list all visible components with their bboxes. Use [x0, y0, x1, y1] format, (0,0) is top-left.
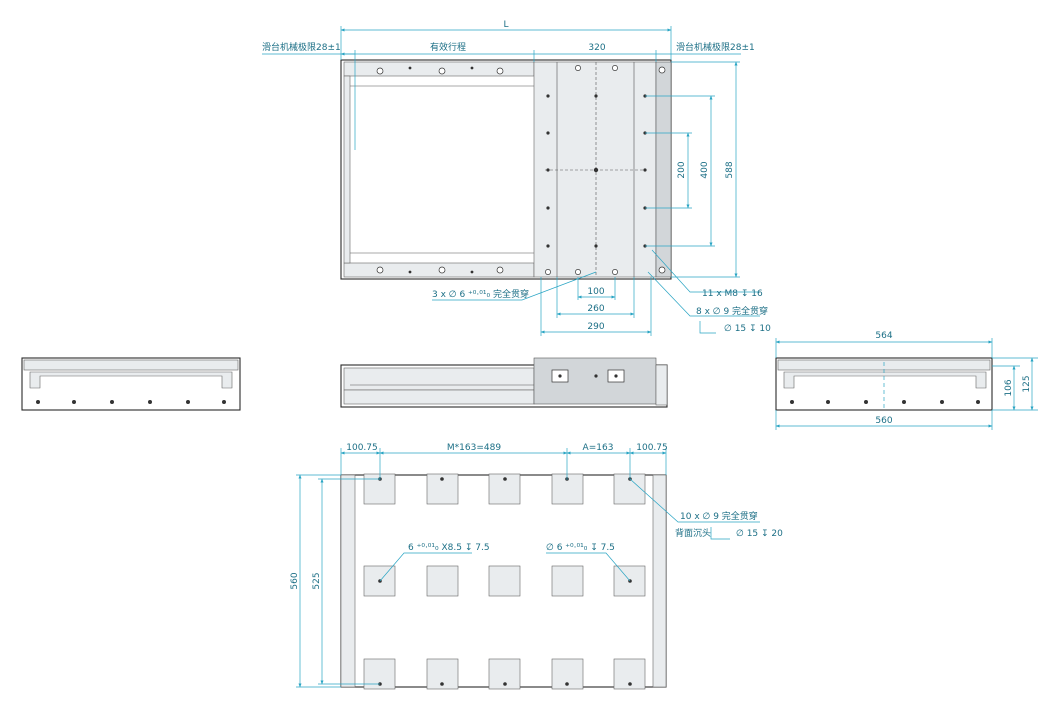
- top-rail-screws: [376, 66, 504, 274]
- dim-table-320: 320: [588, 43, 605, 53]
- dim-560-side: 560: [875, 416, 892, 426]
- dim-bottom-m163: M*163=489: [447, 443, 501, 453]
- dim-effective-stroke: 有效行程: [430, 41, 466, 53]
- dim-260: 260: [587, 304, 604, 314]
- dim-bottom-a163: A=163: [583, 443, 614, 453]
- top-rail-upper: [343, 61, 535, 77]
- dim-125: 125: [1022, 375, 1032, 392]
- top-view: L 滑台机械极限28±1 有效行程 320 滑台机械极限28±1 200 400…: [262, 20, 771, 336]
- dim-left-mech-limit: 滑台机械极限28±1: [262, 41, 341, 53]
- dim-290: 290: [587, 322, 604, 332]
- bottom-pockets: [363, 473, 646, 690]
- note-pin-hole-right: ∅ 6 ⁺⁰·⁰¹₀ ↧ 7.5: [546, 543, 615, 553]
- front-view: [340, 357, 668, 408]
- dim-bottom-100-75-right: 100.75: [636, 443, 668, 453]
- end-view-right: 564 560 106 125: [775, 331, 1038, 430]
- dim-200: 200: [677, 161, 687, 178]
- note-pin-holes: 3 x ∅ 6 ⁺⁰·⁰¹₀ 完全贯穿: [432, 288, 529, 300]
- dim-bottom-525: 525: [312, 572, 322, 589]
- note-9mm-holes: 8 x ∅ 9 完全贯穿: [696, 305, 768, 317]
- note-counterbore-15: ∅ 15 ↧ 10: [724, 324, 771, 334]
- note-bottom-counterbore-dim: ∅ 15 ↧ 20: [736, 529, 783, 539]
- bottom-view: 100.75 M*163=489 A=163 100.75 560 525 10…: [290, 443, 783, 690]
- end-view-left: [21, 357, 241, 411]
- dim-right-mech-limit: 滑台机械极限28±1: [676, 41, 755, 53]
- note-bottom-holes: 10 x ∅ 9 完全贯穿: [680, 510, 758, 522]
- note-m8-holes: 11 x M8 ↧ 16: [702, 289, 763, 299]
- dim-588: 588: [725, 161, 735, 178]
- dim-overall-L: L: [503, 20, 508, 30]
- note-pin-hole-left: 6 ⁺⁰·⁰¹₀ X8.5 ↧ 7.5: [408, 543, 490, 553]
- dim-564: 564: [875, 331, 892, 341]
- note-bottom-counterbore: 背面沉头: [675, 527, 711, 539]
- dim-100: 100: [587, 287, 604, 297]
- dim-bottom-100-75-left: 100.75: [346, 443, 378, 453]
- dim-400: 400: [700, 161, 710, 178]
- carriage-holes: [545, 65, 647, 275]
- dim-bottom-560: 560: [290, 572, 300, 589]
- end-block: [655, 61, 672, 278]
- dim-106: 106: [1004, 379, 1014, 396]
